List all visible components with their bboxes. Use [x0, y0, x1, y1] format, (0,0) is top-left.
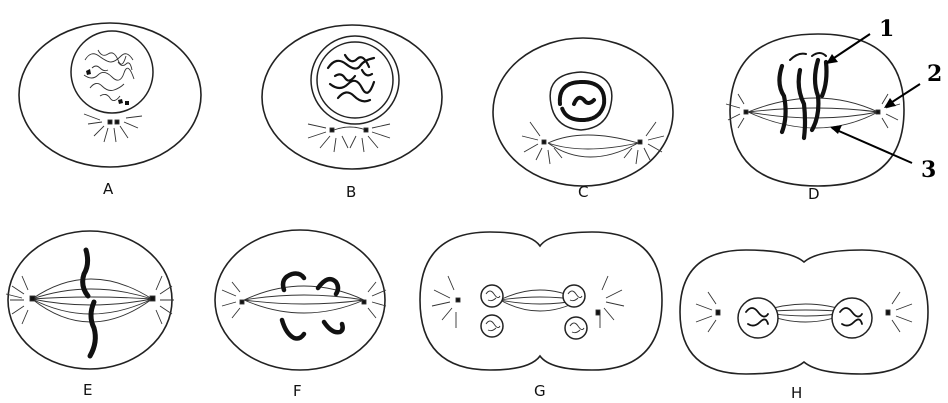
- cell-h: [680, 250, 928, 374]
- cell-a: [19, 23, 201, 167]
- cell-e: [6, 231, 174, 369]
- stage-label-e: E: [83, 381, 92, 399]
- callout-label-3: 3: [921, 157, 936, 183]
- cell-g: [420, 232, 662, 370]
- stage-label-g: G: [534, 382, 546, 400]
- cell-c: [493, 38, 673, 186]
- stage-label-a: A: [103, 180, 114, 198]
- cell-f: [215, 230, 386, 370]
- stage-label-d: D: [808, 185, 820, 203]
- callout-label-2: 2: [927, 61, 942, 87]
- stage-label-f: F: [293, 382, 302, 400]
- cell-d: [726, 34, 904, 186]
- callout-label-1: 1: [879, 16, 894, 42]
- stage-label-h: H: [791, 384, 802, 402]
- cell-a-nucleus: [71, 31, 153, 113]
- cell-b: [262, 25, 442, 169]
- stage-label-b: B: [346, 183, 356, 201]
- stage-label-c: C: [578, 183, 588, 201]
